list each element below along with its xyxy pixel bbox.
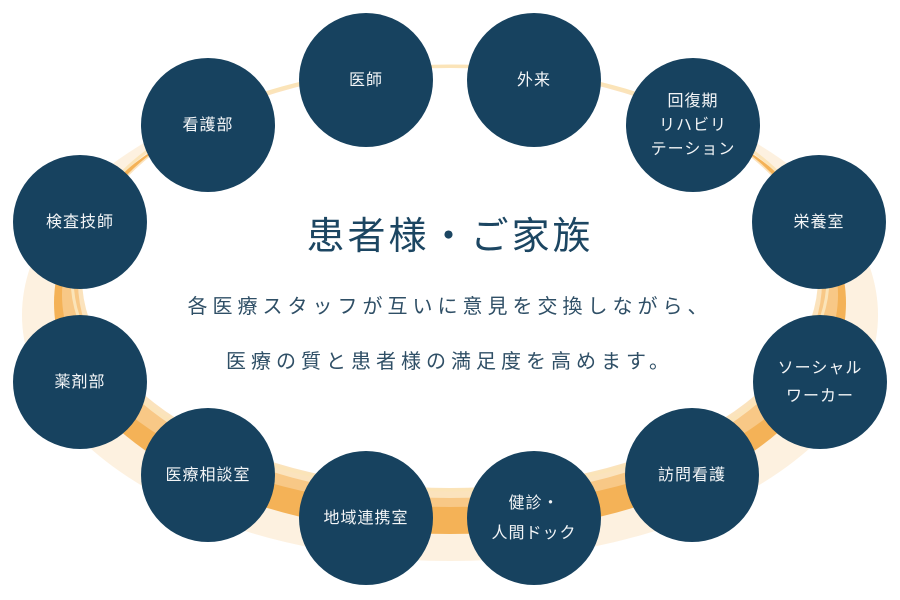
node-regional-cooperation[interactable]: 地域連携室 (299, 451, 433, 585)
node-social-worker[interactable]: ソーシャル ワーカー (753, 315, 887, 449)
node-pharmacy[interactable]: 薬剤部 (13, 315, 147, 449)
center-description-line-2: 医療の質と患者様の満足度を高めます。 (226, 349, 674, 373)
node-health-checkup[interactable]: 健診・ 人間ドック (467, 451, 601, 585)
node-lab-technician[interactable]: 検査技師 (13, 155, 147, 289)
node-outpatient[interactable]: 外来 (467, 13, 601, 147)
node-rehabilitation[interactable]: 回復期 リハビリ テーション (626, 58, 760, 192)
node-nutrition[interactable]: 栄養室 (752, 155, 886, 289)
node-nursing[interactable]: 看護部 (141, 58, 275, 192)
node-medical-consultation[interactable]: 医療相談室 (141, 408, 275, 542)
node-home-nursing[interactable]: 訪問看護 (625, 408, 759, 542)
center-title: 患者様・ご家族 (306, 214, 594, 258)
center-description-line-1: 各医療スタッフが互いに意見を交換しながら、 (187, 294, 713, 318)
node-doctor[interactable]: 医師 (299, 13, 433, 147)
